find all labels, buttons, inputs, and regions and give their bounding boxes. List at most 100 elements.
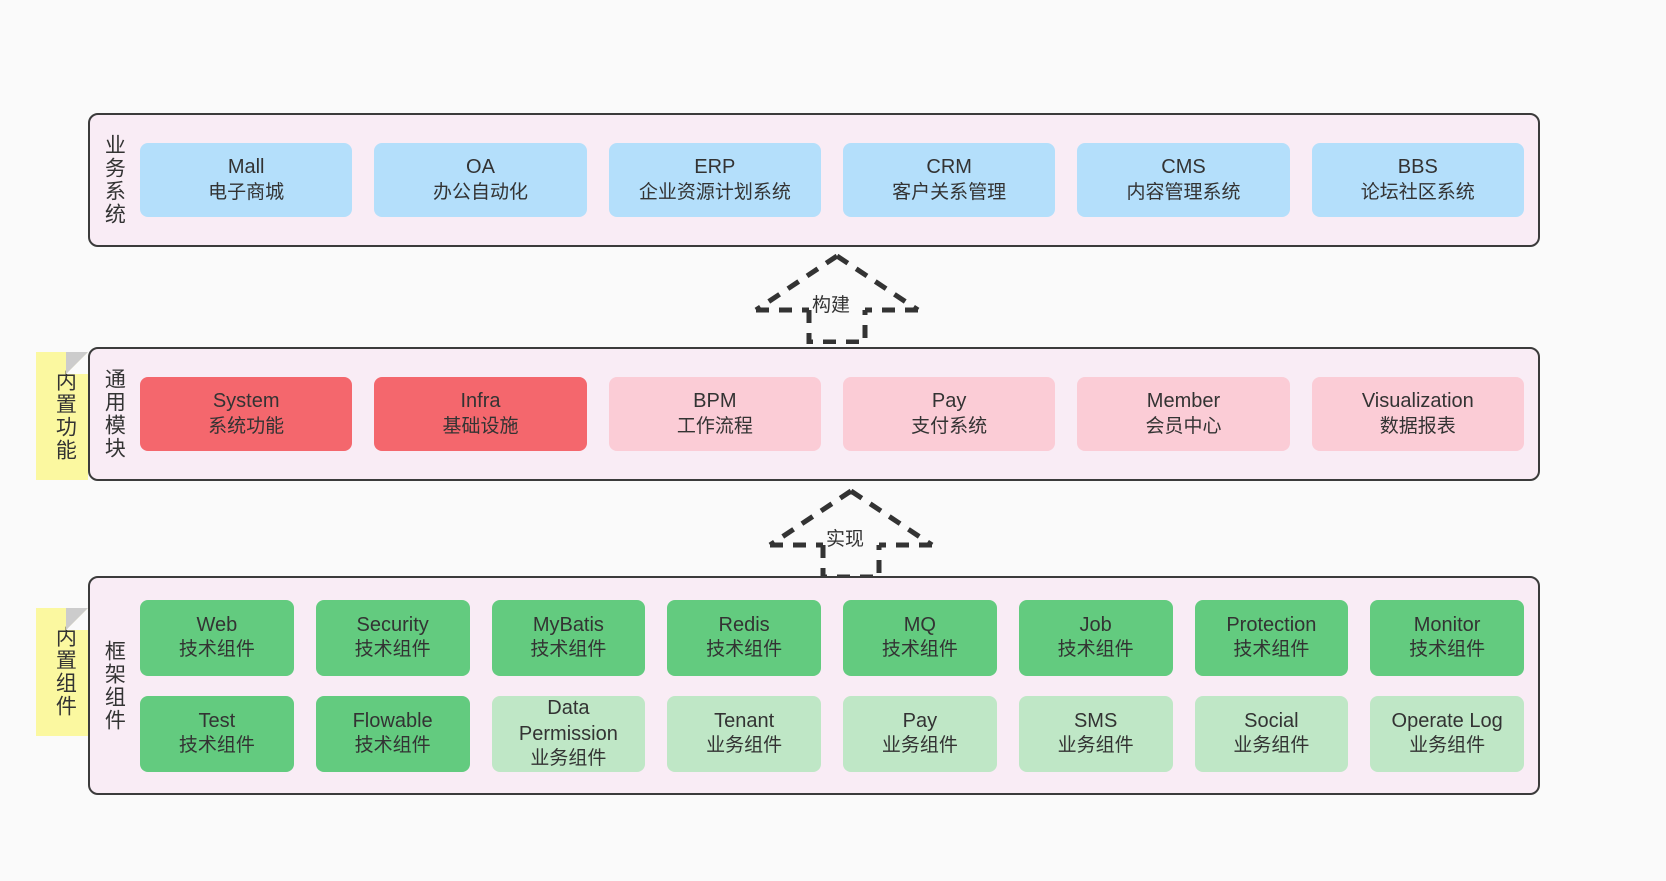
card-social[interactable]: Social 业务组件 xyxy=(1194,695,1349,772)
card-web-title: Web xyxy=(196,613,238,636)
card-infra[interactable]: Infra 基础设施 xyxy=(374,377,587,451)
layer-common-modules: 通用模块 System 系统功能 Infra 基础设施 BPM 工作流程 Pay… xyxy=(88,347,1540,481)
card-web[interactable]: Web 技术组件 xyxy=(140,599,294,676)
card-security-title: Security xyxy=(356,613,429,636)
card-cms-subtitle: 内容管理系统 xyxy=(1126,181,1241,203)
card-security-subtitle: 技术组件 xyxy=(354,639,431,661)
card-protection-title: Protection xyxy=(1226,613,1317,636)
layer-framework-components: 框架组件 Web 技术组件 Security 技术组件 MyBatis 技术组件… xyxy=(88,576,1540,795)
card-tenant-title: Tenant xyxy=(714,709,775,732)
card-redis-title: Redis xyxy=(718,613,770,636)
card-sms-subtitle: 业务组件 xyxy=(1057,735,1134,757)
card-test[interactable]: Test 技术组件 xyxy=(140,695,294,772)
connector-implement-label: 实现 xyxy=(826,529,865,550)
card-operate-log-title: Operate Log xyxy=(1391,709,1503,732)
layer-business-systems: 业务系统 Mall 电子商城 OA 办公自动化 ERP 企业资源计划系统 CRM… xyxy=(88,113,1540,247)
card-monitor-subtitle: 技术组件 xyxy=(1409,639,1486,661)
layer-common-body: System 系统功能 Infra 基础设施 BPM 工作流程 Pay 支付系统… xyxy=(136,349,1538,479)
layer-framework-label: 框架组件 xyxy=(102,639,126,732)
card-cms[interactable]: CMS 内容管理系统 xyxy=(1077,143,1290,217)
card-web-subtitle: 技术组件 xyxy=(178,639,255,661)
card-visualization[interactable]: Visualization 数据报表 xyxy=(1311,377,1524,451)
common-row: System 系统功能 Infra 基础设施 BPM 工作流程 Pay 支付系统… xyxy=(140,377,1524,451)
card-member-subtitle: 会员中心 xyxy=(1145,415,1222,437)
card-erp-subtitle: 企业资源计划系统 xyxy=(638,181,791,203)
sticky-note-builtin-components: 内置组件 xyxy=(36,608,88,736)
card-erp[interactable]: ERP 企业资源计划系统 xyxy=(608,143,821,217)
card-tenant[interactable]: Tenant 业务组件 xyxy=(667,695,821,772)
card-visualization-subtitle: 数据报表 xyxy=(1379,415,1456,437)
card-infra-subtitle: 基础设施 xyxy=(442,415,519,437)
card-operate-log-subtitle: 业务组件 xyxy=(1409,735,1486,757)
card-data-permission[interactable]: Data Permission 业务组件 xyxy=(491,695,646,772)
connector-build-label: 构建 xyxy=(812,295,851,316)
card-pay-component[interactable]: Pay 业务组件 xyxy=(843,695,997,772)
card-flowable[interactable]: Flowable 技术组件 xyxy=(315,695,470,772)
card-system-subtitle: 系统功能 xyxy=(208,415,285,437)
card-job[interactable]: Job 技术组件 xyxy=(1018,599,1173,676)
card-monitor[interactable]: Monitor 技术组件 xyxy=(1370,599,1524,676)
card-crm[interactable]: CRM 客户关系管理 xyxy=(842,143,1056,217)
card-sms[interactable]: SMS 业务组件 xyxy=(1018,695,1173,772)
card-social-subtitle: 业务组件 xyxy=(1233,735,1310,757)
card-pay-common-subtitle: 支付系统 xyxy=(911,415,988,437)
card-mq-subtitle: 技术组件 xyxy=(881,639,958,661)
card-mybatis-title: MyBatis xyxy=(532,613,604,636)
card-mall-title: Mall xyxy=(227,156,265,179)
card-monitor-title: Monitor xyxy=(1413,613,1481,636)
card-job-title: Job xyxy=(1079,613,1112,636)
card-mall-subtitle: 电子商城 xyxy=(208,181,285,203)
card-infra-title: Infra xyxy=(460,390,501,413)
card-pay-common-title: Pay xyxy=(931,390,967,413)
card-erp-title: ERP xyxy=(694,156,736,179)
sticky-note-builtin-components-text: 内置组件 xyxy=(53,626,77,718)
layer-business-body: Mall 电子商城 OA 办公自动化 ERP 企业资源计划系统 CRM 客户关系… xyxy=(136,115,1538,245)
card-mall[interactable]: Mall 电子商城 xyxy=(140,143,353,217)
card-test-title: Test xyxy=(198,709,236,732)
framework-row-2: Test 技术组件 Flowable 技术组件 Data Permission … xyxy=(140,695,1524,772)
sticky-note-builtin-functions-text: 内置功能 xyxy=(53,370,77,462)
card-system-title: System xyxy=(212,390,280,413)
card-bbs-subtitle: 论坛社区系统 xyxy=(1360,181,1475,203)
card-crm-title: CRM xyxy=(926,156,972,179)
card-oa-subtitle: 办公自动化 xyxy=(432,181,528,203)
layer-common-label: 通用模块 xyxy=(102,368,126,460)
card-crm-subtitle: 客户关系管理 xyxy=(892,181,1007,203)
card-cms-title: CMS xyxy=(1161,156,1206,179)
card-pay-common[interactable]: Pay 支付系统 xyxy=(842,377,1056,451)
card-redis-subtitle: 技术组件 xyxy=(706,639,783,661)
card-data-permission-title: Data Permission xyxy=(518,697,618,745)
card-data-permission-subtitle: 业务组件 xyxy=(530,747,607,769)
card-mq-title: MQ xyxy=(903,613,936,636)
layer-business-label: 业务系统 xyxy=(102,134,126,226)
card-flowable-subtitle: 技术组件 xyxy=(354,735,431,757)
card-operate-log[interactable]: Operate Log 业务组件 xyxy=(1370,695,1524,772)
card-oa-title: OA xyxy=(466,156,495,179)
business-row: Mall 电子商城 OA 办公自动化 ERP 企业资源计划系统 CRM 客户关系… xyxy=(140,143,1524,217)
card-oa[interactable]: OA 办公自动化 xyxy=(374,143,587,217)
framework-row-1: Web 技术组件 Security 技术组件 MyBatis 技术组件 Redi… xyxy=(140,599,1524,676)
card-bbs-title: BBS xyxy=(1397,156,1438,179)
card-mq[interactable]: MQ 技术组件 xyxy=(843,599,997,676)
card-flowable-title: Flowable xyxy=(352,709,433,732)
card-mybatis[interactable]: MyBatis 技术组件 xyxy=(491,599,646,676)
card-bpm-title: BPM xyxy=(693,390,737,413)
card-protection[interactable]: Protection 技术组件 xyxy=(1194,599,1349,676)
card-protection-subtitle: 技术组件 xyxy=(1233,639,1310,661)
card-member[interactable]: Member 会员中心 xyxy=(1077,377,1290,451)
card-system[interactable]: System 系统功能 xyxy=(140,377,353,451)
card-pay-component-title: Pay xyxy=(902,709,938,732)
card-visualization-title: Visualization xyxy=(1361,390,1474,413)
card-bpm-subtitle: 工作流程 xyxy=(676,415,753,437)
layer-framework-body: Web 技术组件 Security 技术组件 MyBatis 技术组件 Redi… xyxy=(136,578,1538,793)
card-test-subtitle: 技术组件 xyxy=(178,735,255,757)
card-job-subtitle: 技术组件 xyxy=(1057,639,1134,661)
card-member-title: Member xyxy=(1146,390,1221,413)
card-bpm[interactable]: BPM 工作流程 xyxy=(608,377,821,451)
card-security[interactable]: Security 技术组件 xyxy=(315,599,470,676)
card-redis[interactable]: Redis 技术组件 xyxy=(667,599,821,676)
card-social-title: Social xyxy=(1244,709,1299,732)
sticky-note-builtin-functions: 内置功能 xyxy=(36,352,88,480)
card-bbs[interactable]: BBS 论坛社区系统 xyxy=(1311,143,1524,217)
